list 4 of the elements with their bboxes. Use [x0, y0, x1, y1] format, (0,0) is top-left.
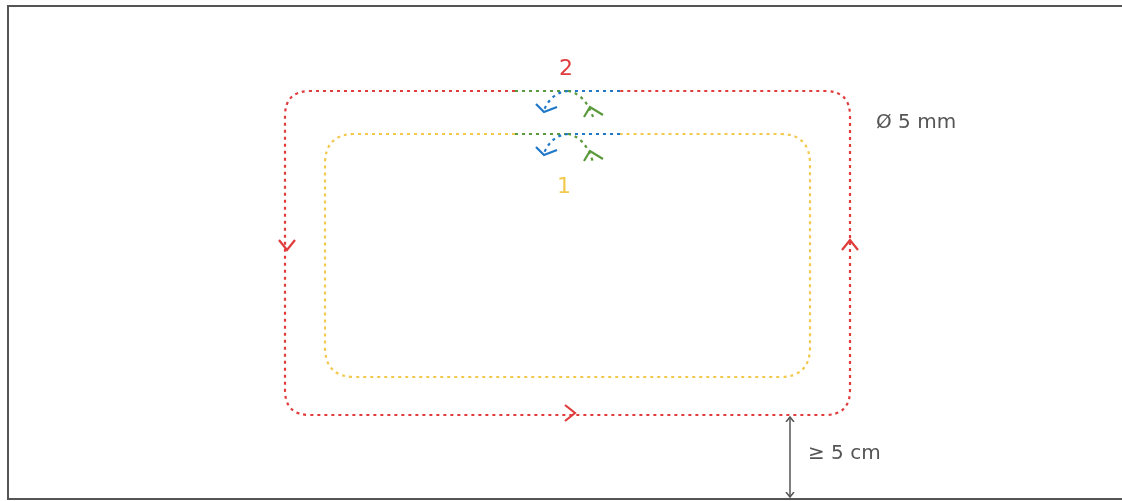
loop-number: 1	[557, 175, 571, 197]
loop-number: 2	[559, 57, 573, 79]
dimension-label: ≥ 5 cm	[808, 442, 881, 462]
diameter-label: Ø 5 mm	[876, 111, 957, 131]
